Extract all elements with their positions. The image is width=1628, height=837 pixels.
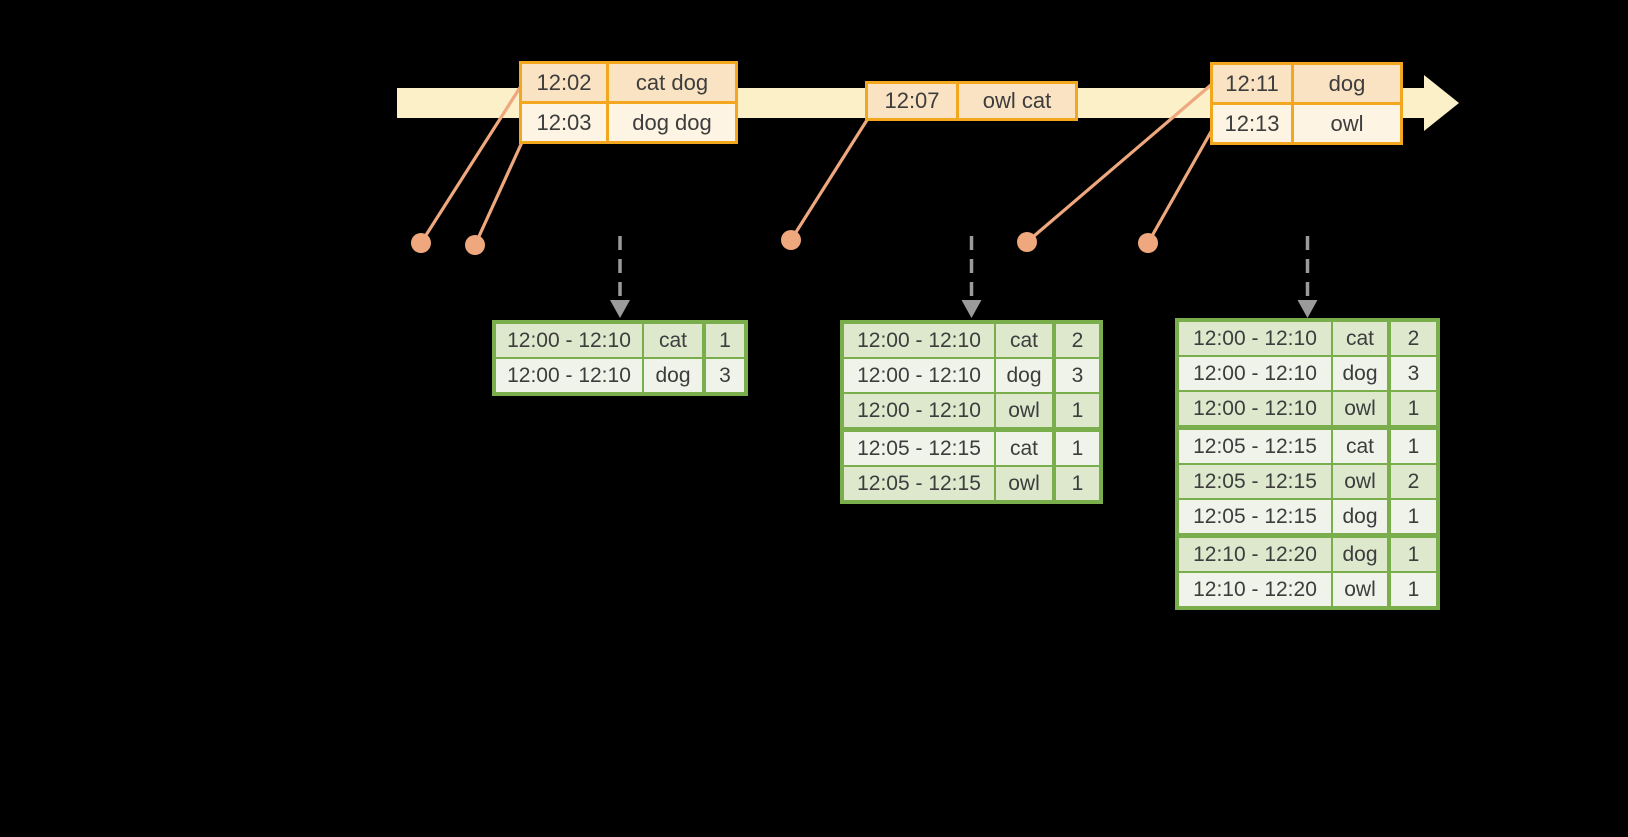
result-word-cell: cat — [996, 432, 1052, 465]
result-count-cell: 3 — [1056, 359, 1099, 392]
result-word-cell: dog — [1333, 538, 1387, 571]
event-words-cell: owl — [1294, 105, 1400, 142]
event-connector-line — [789, 119, 869, 241]
result-window-cell: 12:00 - 12:10 — [496, 324, 642, 357]
result-word-cell: owl — [996, 394, 1052, 427]
event-dot — [411, 233, 431, 253]
result-window-cell: 12:00 - 12:10 — [1179, 357, 1331, 390]
event-connector-line — [419, 85, 523, 244]
result-window-cell: 12:05 - 12:15 — [1179, 465, 1331, 498]
result-window-cell: 12:05 - 12:15 — [1179, 430, 1331, 463]
result-word-cell: owl — [1333, 465, 1387, 498]
result-count-cell: 1 — [1391, 500, 1436, 533]
event-time-cell: 12:07 — [868, 84, 956, 118]
result-word-cell: owl — [996, 467, 1052, 500]
result-count-cell: 1 — [706, 324, 744, 357]
result-count-cell: 2 — [1391, 465, 1436, 498]
event-connector-line — [1146, 129, 1214, 244]
result-word-cell: cat — [644, 324, 702, 357]
result-window-cell: 12:00 - 12:10 — [496, 359, 642, 392]
result-window-cell: 12:05 - 12:15 — [1179, 500, 1331, 533]
trigger-arrowhead-icon — [610, 300, 630, 318]
result-word-cell: cat — [1333, 430, 1387, 463]
result-count-cell: 3 — [1391, 357, 1436, 390]
event-time-cell: 12:13 — [1213, 105, 1291, 142]
result-word-cell: owl — [1333, 392, 1387, 425]
result-count-cell: 1 — [1391, 392, 1436, 425]
result-window-cell: 12:10 - 12:20 — [1179, 538, 1331, 571]
result-window-cell: 12:00 - 12:10 — [844, 359, 994, 392]
result-window-cell: 12:00 - 12:10 — [1179, 392, 1331, 425]
result-window-cell: 12:05 - 12:15 — [844, 467, 994, 500]
result-count-cell: 2 — [1056, 324, 1099, 357]
timeline-arrowhead-icon — [1424, 75, 1459, 131]
result-count-cell: 1 — [1056, 394, 1099, 427]
result-count-cell: 2 — [1391, 322, 1436, 355]
result-word-cell: cat — [996, 324, 1052, 357]
trigger-arrowhead-icon — [1297, 300, 1318, 318]
result-word-cell: cat — [1333, 322, 1387, 355]
result-count-cell: 1 — [1391, 538, 1436, 571]
result-word-cell: dog — [644, 359, 702, 392]
result-word-cell: dog — [1333, 500, 1387, 533]
event-time-cell: 12:02 — [522, 64, 606, 101]
event-words-cell: dog dog — [609, 104, 735, 141]
result-count-cell: 1 — [1056, 432, 1099, 465]
event-words-cell: dog — [1294, 65, 1400, 102]
event-dot — [465, 235, 485, 255]
result-word-cell: dog — [1333, 357, 1387, 390]
result-window-cell: 12:00 - 12:10 — [1179, 322, 1331, 355]
result-count-cell: 3 — [706, 359, 744, 392]
event-dot — [1138, 233, 1158, 253]
event-words-cell: owl cat — [959, 84, 1075, 118]
event-words-cell: cat dog — [609, 64, 735, 101]
trigger-arrowhead-icon — [961, 300, 982, 318]
result-word-cell: dog — [996, 359, 1052, 392]
result-word-cell: owl — [1333, 573, 1387, 606]
result-window-cell: 12:00 - 12:10 — [844, 324, 994, 357]
result-count-cell: 1 — [1391, 430, 1436, 463]
result-window-cell: 12:10 - 12:20 — [1179, 573, 1331, 606]
event-time-cell: 12:11 — [1213, 65, 1291, 102]
event-connector-line — [1025, 82, 1214, 244]
event-time-cell: 12:03 — [522, 104, 606, 141]
result-count-cell: 1 — [1056, 467, 1099, 500]
result-window-cell: 12:05 - 12:15 — [844, 432, 994, 465]
event-dot — [1017, 232, 1037, 252]
event-dot — [781, 230, 801, 250]
result-window-cell: 12:00 - 12:10 — [844, 394, 994, 427]
result-count-cell: 1 — [1391, 573, 1436, 606]
event-connector-line — [473, 139, 525, 246]
generated-graphics — [411, 82, 1318, 318]
